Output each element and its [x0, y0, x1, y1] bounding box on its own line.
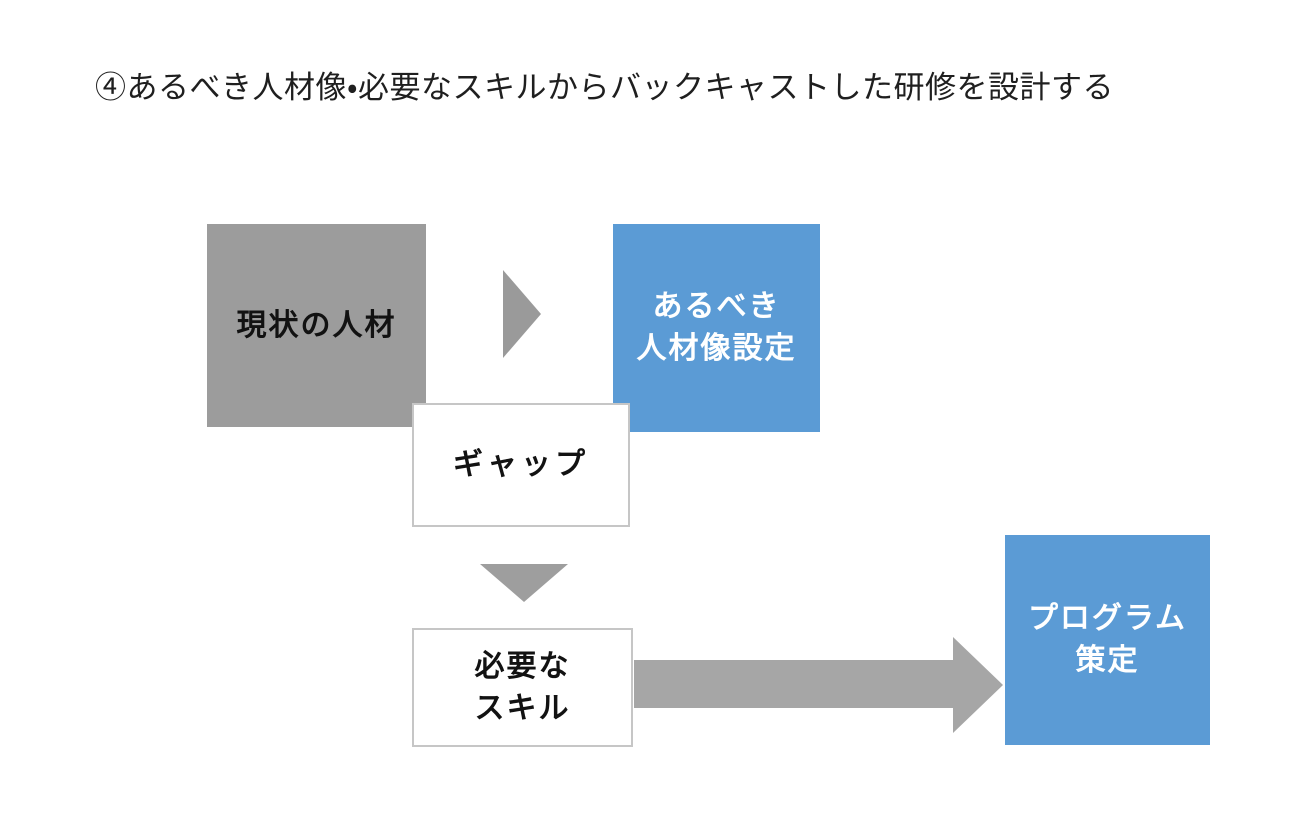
- box-required-skills-label: 必要な スキル: [474, 649, 571, 725]
- box-program-label: プログラム 策定: [1027, 602, 1188, 677]
- box-required-skills: 必要な スキル: [412, 628, 633, 747]
- box-ideal-personnel: あるべき 人材像設定: [613, 224, 820, 432]
- box-program: プログラム 策定: [1005, 535, 1210, 745]
- big-right-arrow-head-icon: [953, 637, 1003, 733]
- big-right-arrow-icon: [634, 660, 954, 708]
- box-gap: ギャップ: [412, 403, 630, 527]
- box-current-personnel: 現状の人材: [207, 224, 426, 427]
- box-ideal-personnel-label: あるべき 人材像設定: [636, 290, 797, 365]
- down-arrow-icon: [480, 564, 568, 602]
- box-gap-label: ギャップ: [453, 448, 589, 481]
- right-arrow-icon: [503, 270, 541, 358]
- page-title: ④あるべき人材像・必要なスキルからバックキャストした研修を設計する: [95, 70, 1115, 105]
- box-current-personnel-label: 現状の人材: [236, 308, 397, 342]
